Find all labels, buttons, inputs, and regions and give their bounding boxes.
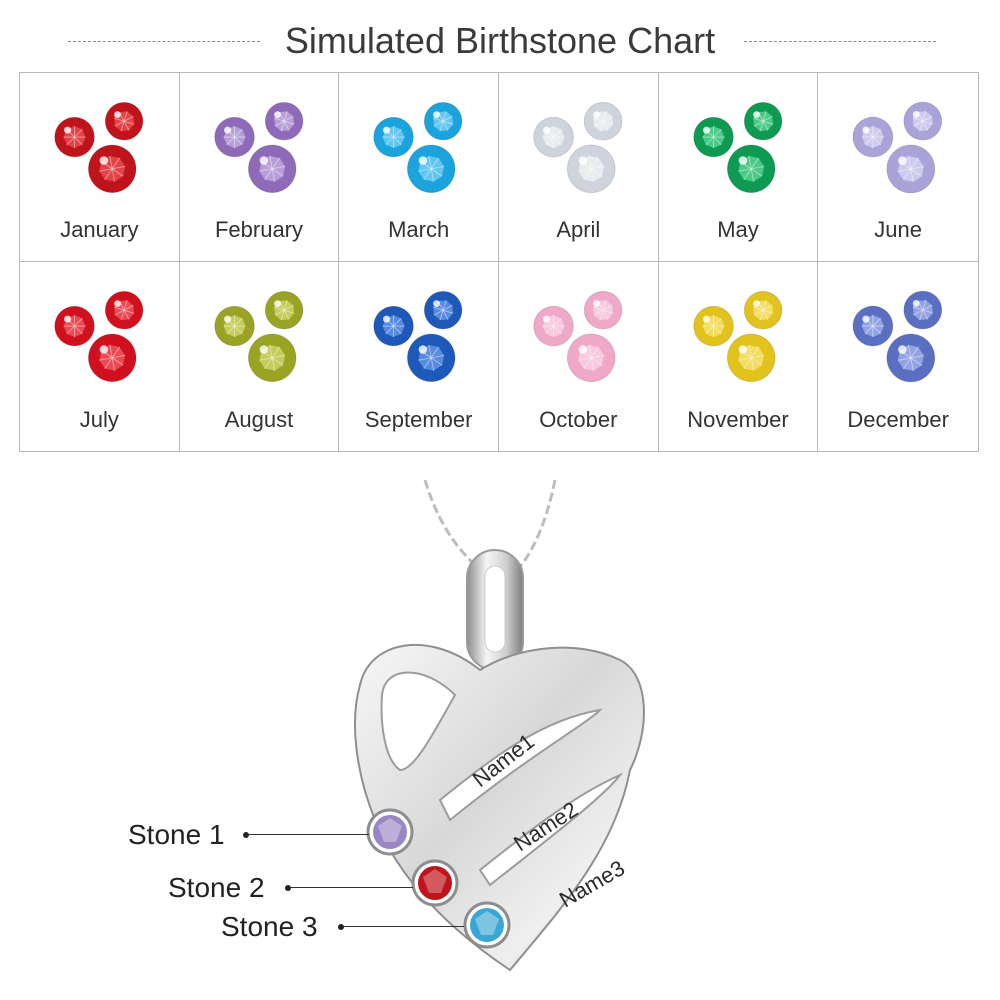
month-label: March (388, 217, 450, 242)
gemstone (373, 116, 415, 158)
gemstone (373, 305, 415, 347)
pendant-stone-2 (411, 859, 459, 907)
gemstone (692, 305, 734, 347)
chain (423, 479, 557, 581)
gemstone (852, 305, 894, 347)
month-label: November (687, 407, 789, 432)
title-divider-left (68, 41, 260, 42)
gemstone-cluster (373, 290, 463, 383)
gemstone (407, 333, 456, 383)
heart-loop-cutout (380, 671, 457, 772)
gemstone (424, 101, 463, 141)
gemstone (407, 144, 456, 194)
month-label: June (874, 217, 923, 242)
month-cell-april: April (499, 73, 659, 262)
month-cell-august: August (180, 262, 340, 451)
gemstone-cluster (852, 101, 943, 194)
chart-header: Simulated Birthstone Chart (0, 18, 1000, 64)
month-label: January (60, 217, 139, 242)
gemstone-cluster (373, 101, 463, 194)
stone-3-label: Stone 3 (221, 911, 318, 942)
month-label: May (717, 217, 759, 242)
gemstone (583, 101, 623, 141)
month-cell-january: January (20, 73, 180, 262)
gemstone (87, 144, 137, 194)
month-cell-july: July (20, 262, 180, 451)
gemstone (903, 290, 943, 330)
gemstone (213, 305, 255, 347)
title-divider-right (744, 41, 936, 42)
gemstone (852, 116, 894, 158)
gemstone (566, 144, 616, 194)
month-cell-march: March (339, 73, 499, 262)
gemstone (533, 305, 574, 347)
month-label: August (224, 407, 294, 432)
month-label: February (214, 217, 304, 242)
band-cutout-1 (438, 708, 603, 822)
callout-line (344, 926, 464, 927)
gemstone (54, 305, 95, 347)
month-label: April (556, 217, 601, 242)
month-cell-november: November (659, 262, 819, 451)
gemstone (54, 116, 95, 158)
gemstone (424, 290, 463, 330)
gemstone (104, 290, 144, 330)
month-label: December (847, 407, 949, 432)
gemstone (264, 290, 304, 330)
gemstone (726, 144, 776, 194)
gemstone-cluster (692, 290, 783, 383)
gemstone (247, 144, 297, 194)
month-cell-may: May (658, 73, 819, 262)
gemstone (213, 116, 255, 158)
callout-dot (338, 924, 344, 930)
gemstone (743, 290, 783, 330)
callout-dot (243, 832, 249, 838)
month-label: October (539, 407, 618, 432)
gemstone-cluster (692, 101, 783, 194)
gemstone (692, 116, 734, 158)
callout-line (291, 887, 413, 888)
band-cutout-2 (478, 772, 624, 887)
month-cell-october: October (499, 262, 659, 451)
gemstone (903, 101, 943, 141)
gemstone (743, 101, 783, 141)
gemstone (566, 333, 616, 383)
heart-pendant-necklace: Name1 Name2 Name3 (354, 479, 645, 972)
gemstone (247, 333, 297, 383)
gemstone (533, 116, 574, 158)
gemstone (886, 144, 936, 194)
month-cell-june: June (818, 73, 978, 262)
callout-line (249, 834, 369, 835)
month-cell-september: September (339, 262, 499, 451)
gemstone (583, 290, 623, 330)
gemstone (104, 101, 144, 141)
gemstone-cluster (213, 290, 304, 383)
gemstone-cluster (54, 101, 144, 194)
month-label: September (364, 407, 473, 432)
gemstone-cluster (852, 290, 943, 383)
stone-1-label: Stone 1 (128, 819, 225, 850)
gemstone (886, 333, 936, 383)
page-title: Simulated Birthstone Chart (284, 20, 716, 61)
gemstone-cluster (533, 290, 623, 383)
month-cell-december: December (818, 262, 978, 451)
gemstone (264, 101, 304, 141)
gemstone-cluster (213, 101, 304, 194)
pendant-stone-1 (366, 808, 414, 856)
callout-dot (285, 885, 291, 891)
month-cell-february: February (179, 73, 340, 262)
gemstone-cluster (533, 101, 623, 194)
gemstone-cluster (54, 290, 144, 383)
month-label: July (79, 407, 119, 432)
gemstone (87, 333, 137, 383)
gemstone (726, 333, 776, 383)
stone-2-label: Stone 2 (168, 872, 265, 903)
pendant-stone-3 (463, 901, 511, 949)
